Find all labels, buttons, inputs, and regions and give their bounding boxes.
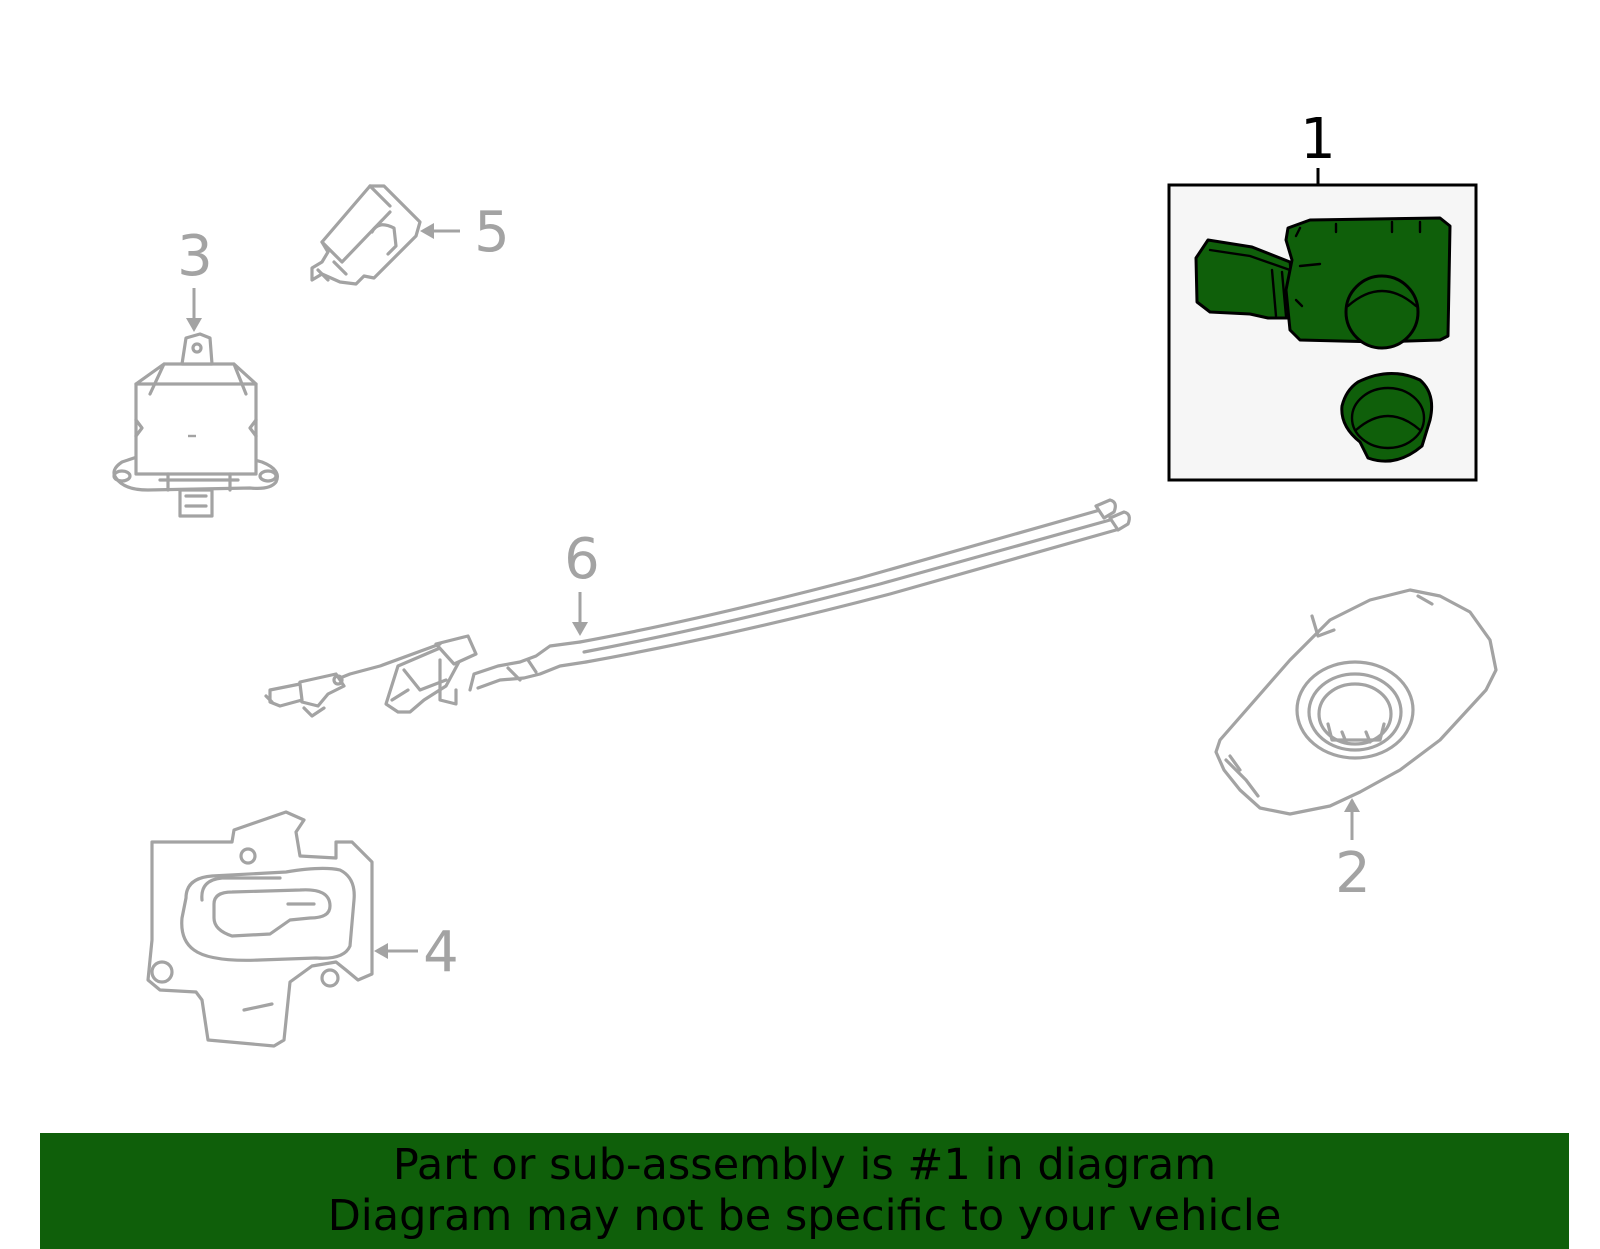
callout-3-label: 3 [177, 224, 213, 289]
part-3-control-module[interactable]: 3 [112, 224, 279, 518]
bracket-outline [146, 810, 374, 1048]
callout-2-label: 2 [1335, 841, 1371, 906]
module-body [134, 382, 258, 476]
callout-6-label: 6 [564, 527, 600, 592]
info-banner: Part or sub-assembly is #1 in diagram Di… [40, 1133, 1569, 1249]
callout-5-label: 5 [474, 200, 510, 265]
part-6-wire-harness[interactable]: 6 [264, 498, 1131, 718]
part-1-parking-sensor[interactable]: 1 [1167, 107, 1478, 482]
sensor-face [1344, 274, 1420, 350]
part-4-bracket[interactable]: 4 [146, 810, 459, 1048]
part-2-sensor-holder[interactable]: 2 [1214, 588, 1498, 906]
callout-1-label: 1 [1300, 107, 1336, 172]
part-5-sensor[interactable]: 5 [310, 184, 510, 286]
callout-4-label: 4 [423, 920, 459, 985]
sensor-connector [1194, 238, 1300, 320]
banner-line-1: Part or sub-assembly is #1 in diagram [392, 1140, 1217, 1190]
banner-line-2: Diagram may not be specific to your vehi… [327, 1191, 1282, 1241]
